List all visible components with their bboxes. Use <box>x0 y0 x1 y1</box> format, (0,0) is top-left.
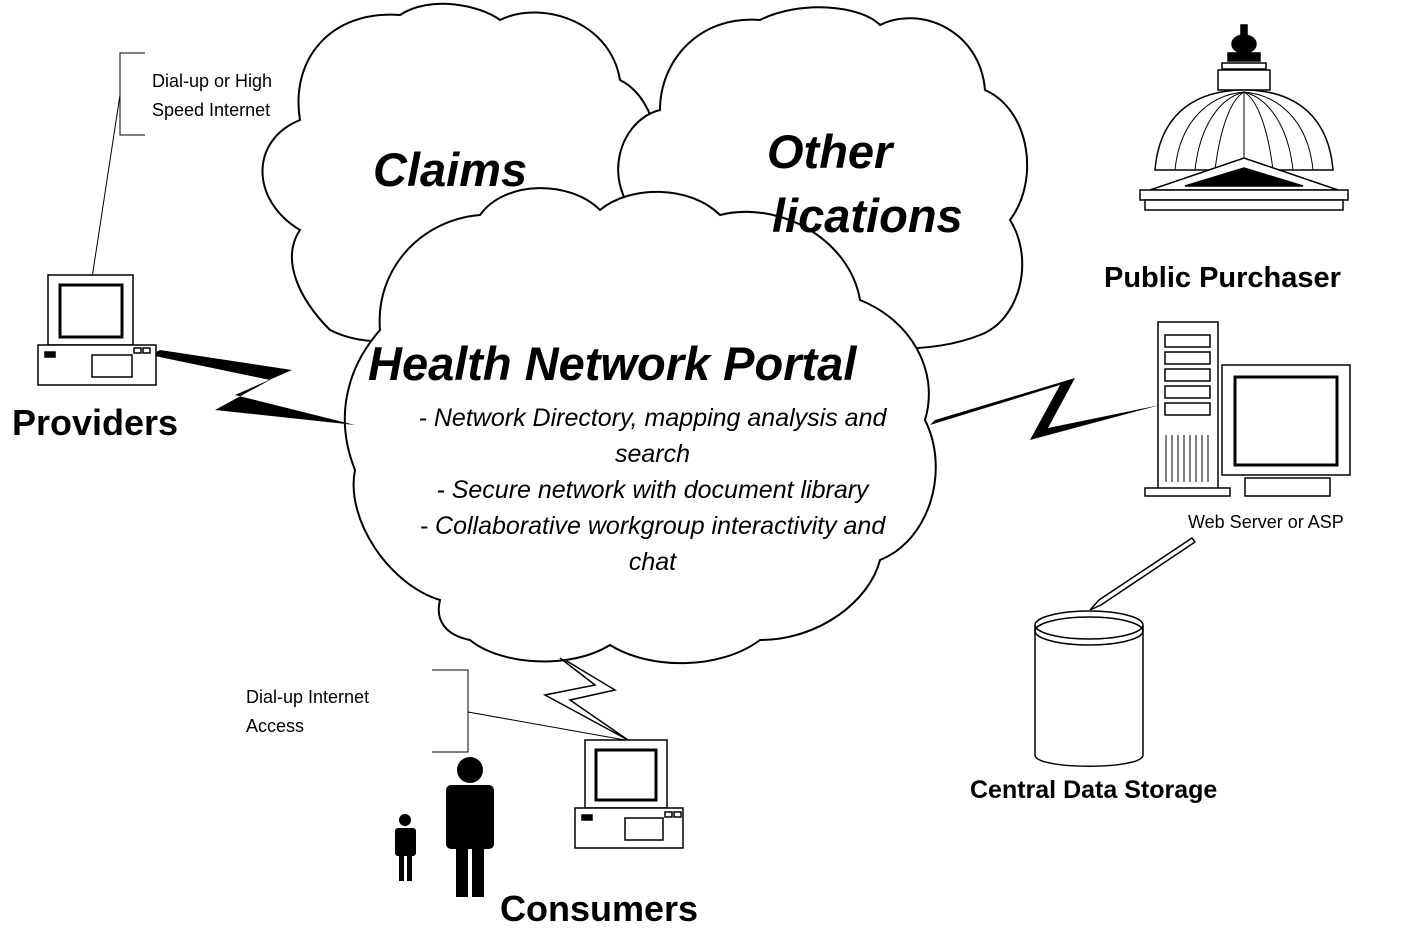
providers-computer-icon <box>37 274 157 386</box>
central-storage-label: Central Data Storage <box>970 776 1218 804</box>
portal-bullet-2: search <box>614 440 691 468</box>
child-figure-icon <box>395 814 416 881</box>
consumers-computer-icon <box>574 739 684 849</box>
claims-label: Claims <box>373 143 528 196</box>
providers-callout-line <box>91 94 121 279</box>
portal-bullets: - Network Directory, mapping analysis an… <box>355 400 950 580</box>
consumers-connection-label-1: Dial-up Internet <box>246 687 370 707</box>
providers-callout-bracket <box>119 52 145 136</box>
health-network-portal-cloud <box>343 187 937 665</box>
adult-figure-icon <box>446 757 494 897</box>
capitol-dome-icon <box>1139 24 1349 211</box>
server-link-bolt <box>930 378 1160 440</box>
portal-title: Health Network Portal <box>368 337 857 390</box>
web-server-icon <box>1144 321 1351 497</box>
other-applications-label-line1: Other <box>767 125 893 178</box>
providers-connection-label-1: Dial-up or High <box>152 71 273 91</box>
storage-arrow <box>1089 536 1197 611</box>
providers-link-bolt <box>150 350 355 425</box>
consumers-label: Consumers <box>500 888 699 929</box>
providers-label: Providers <box>12 402 179 443</box>
portal-bullet-3: - Secure network with document library <box>436 476 869 504</box>
portal-bullet-1: - Network Directory, mapping analysis an… <box>418 404 887 432</box>
central-storage-icon <box>1034 610 1144 767</box>
public-purchaser-label: Public Purchaser <box>1104 262 1341 294</box>
portal-bullet-4: - Collaborative workgroup interactivity … <box>419 512 886 540</box>
consumers-connection-label-2: Access <box>246 716 305 736</box>
providers-connection-label-2: Speed Internet <box>152 100 271 120</box>
other-applications-label-line2: lications <box>772 189 963 242</box>
consumers-callout-bracket <box>432 669 469 753</box>
portal-bullet-5: chat <box>628 548 677 576</box>
consumers-callout-line <box>467 711 626 741</box>
web-server-label: Web Server or ASP <box>1188 512 1344 532</box>
